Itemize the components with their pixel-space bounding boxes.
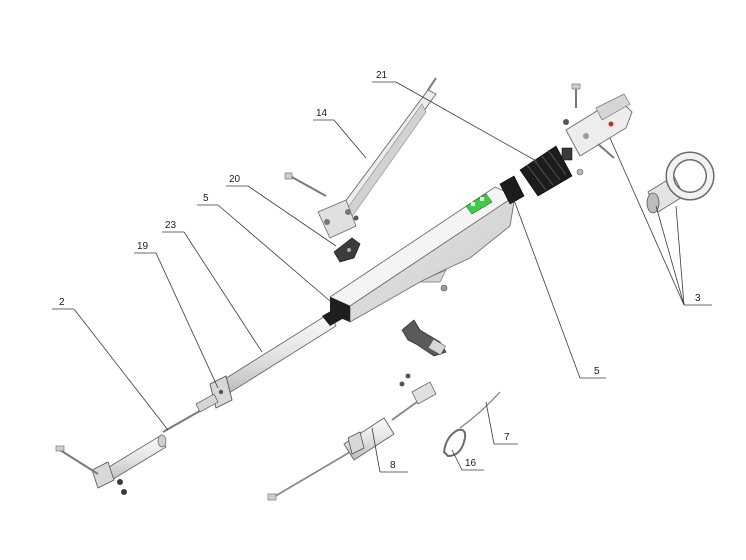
handbrake-lever: [317, 77, 437, 239]
callout-21: 21: [372, 70, 539, 163]
callout-20: 20: [226, 174, 337, 247]
safety-cable: [442, 391, 501, 458]
lever-bracket: [333, 237, 361, 263]
shock-absorber: [55, 393, 219, 495]
callout-14: 14: [313, 108, 367, 159]
inner-tube: [209, 308, 344, 409]
drain-plug: [440, 284, 448, 292]
towing-eye: [646, 151, 715, 214]
callout-5-lower-label: 5: [594, 366, 600, 377]
callout-23: 23: [162, 220, 263, 353]
callout-5-upper: 5: [197, 193, 331, 302]
callout-5-upper-label: 5: [203, 193, 209, 204]
callout-3-label: 3: [695, 293, 701, 304]
callout-8: 8: [371, 427, 408, 473]
callout-2-label: 2: [59, 297, 65, 308]
drawbar-housing: [329, 186, 516, 323]
bellows: [519, 145, 573, 197]
brake-lever-arm: [401, 319, 447, 357]
callout-16: 16: [451, 449, 484, 471]
callout-19: 19: [134, 241, 219, 389]
callout-8-label: 8: [390, 460, 396, 471]
brake-rod-assembly: [267, 373, 437, 501]
callout-14-label: 14: [316, 108, 328, 119]
callout-7: 7: [485, 401, 518, 445]
callout-7-label: 7: [504, 432, 510, 443]
coupling-head: [563, 83, 633, 176]
warning-sticker: [465, 193, 493, 215]
lever-bolt: [284, 172, 327, 197]
callout-20-label: 20: [229, 174, 241, 185]
rubber-ring: [499, 175, 525, 205]
callout-21-label: 21: [376, 70, 388, 81]
callout-19-label: 19: [137, 241, 149, 252]
callout-2: 2: [52, 297, 169, 431]
callout-23-label: 23: [165, 220, 177, 231]
callout-16-label: 16: [465, 458, 477, 469]
callout-3: 3: [609, 137, 712, 306]
callout-5-lower: 5: [513, 199, 606, 379]
